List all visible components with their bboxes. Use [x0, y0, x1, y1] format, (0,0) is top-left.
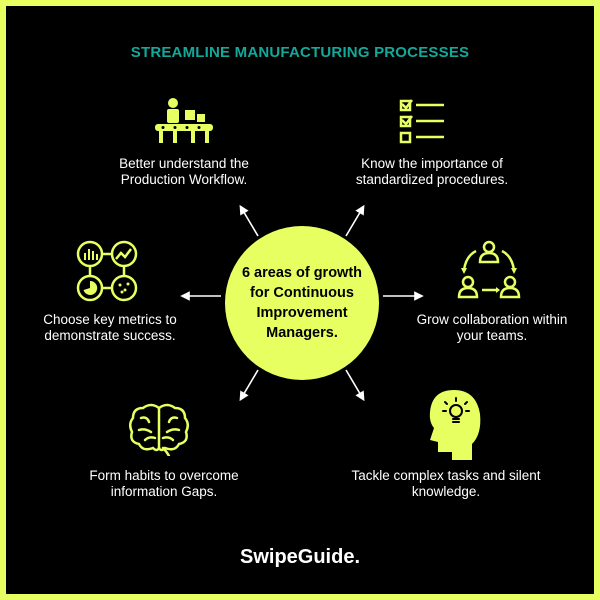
label-team-collaboration: Grow collaboration within your teams.: [416, 312, 568, 343]
metrics-dashboard-icon: [76, 240, 138, 302]
label-information-gaps: Form habits to overcome information Gaps…: [89, 468, 239, 499]
arrow-bottom-left: [239, 369, 259, 402]
production-line-icon: [155, 98, 213, 143]
arrow-layer: [180, 204, 424, 402]
page-title: STREAMLINE MANUFACTURING PROCESSES: [130, 44, 470, 61]
head-lightbulb-icon: [429, 390, 481, 460]
label-silent-knowledge: Tackle complex tasks and silent knowledg…: [351, 468, 541, 499]
infographic-frame: STREAMLINE MANUFACTURING PROCESSES 6 are…: [6, 6, 594, 594]
brand-logo: SwipeGuide.: [239, 546, 361, 568]
center-circle: 6 areas of growth for Continuous Improve…: [225, 226, 379, 380]
label-key-metrics: Choose key metrics to demonstrate succes…: [43, 312, 177, 343]
checklist-icon: [399, 99, 444, 144]
arrow-bottom-right: [345, 369, 365, 402]
arrow-top-left: [239, 204, 259, 237]
label-standardized-procedures: Know the importance of standardized proc…: [355, 156, 509, 187]
arrow-top-right: [345, 204, 365, 237]
label-production-workflow: Better understand the Production Workflo…: [119, 156, 249, 187]
team-collaboration-icon: [457, 240, 521, 299]
center-text: 6 areas of growth for Continuous Improve…: [241, 265, 363, 341]
brain-icon: [129, 403, 189, 456]
